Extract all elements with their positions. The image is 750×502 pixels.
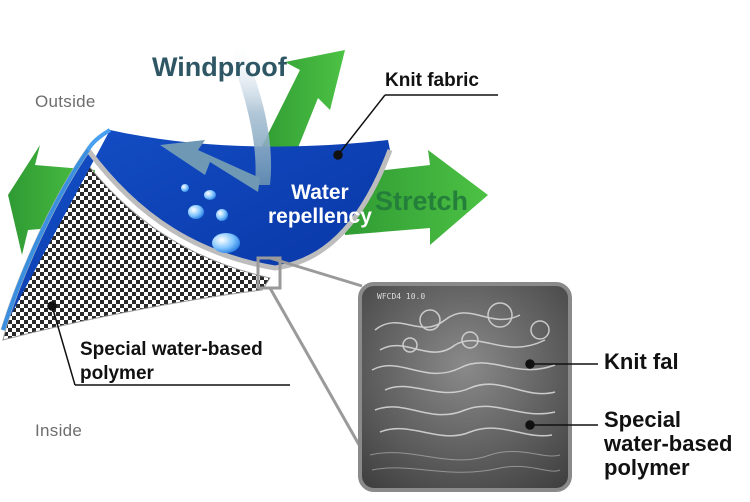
windproof-label: Windproof xyxy=(152,52,287,82)
inside-label: Inside xyxy=(35,421,83,440)
stretch-label: Stretch xyxy=(375,186,469,216)
water-line-1: Water xyxy=(291,181,349,204)
sem-micrograph xyxy=(358,282,572,492)
water-droplet-icon xyxy=(216,209,228,221)
wind-arrow-icon xyxy=(232,40,272,185)
polymer-left-line-2: polymer xyxy=(80,363,154,384)
knit-fal-label: Knit fal xyxy=(604,349,679,374)
wind-arrow-head-icon xyxy=(160,140,260,192)
polymer-right-line-3: polymer xyxy=(604,455,690,480)
polymer-left-line-1: Special water-based xyxy=(80,339,263,360)
water-line-2: repellency xyxy=(268,205,372,228)
polymer-right-line-2: water-based xyxy=(604,431,733,456)
pointers xyxy=(47,94,598,430)
knit-fabric-label: Knit fabric xyxy=(385,70,479,91)
water-droplet-icon xyxy=(204,190,216,200)
polymer-right-label: Special water-based polymer xyxy=(604,408,732,480)
water-repellency-label: Water repellency xyxy=(268,181,372,229)
water-droplet-icon xyxy=(212,233,240,253)
fabric-highlight xyxy=(86,128,112,151)
knit-fabric-layer xyxy=(3,130,390,330)
polymer-left-label: Special water-based polymer xyxy=(80,338,263,386)
water-droplets xyxy=(181,184,240,253)
zoom-marker xyxy=(256,256,282,290)
sem-header-text: WFCD4 10.0 xyxy=(377,292,426,301)
polymer-right-line-1: Special xyxy=(604,407,682,432)
fabric-left-edge xyxy=(1,148,90,331)
outside-label: Outside xyxy=(35,92,96,111)
water-droplet-icon xyxy=(188,205,204,219)
water-droplet-icon xyxy=(181,184,189,192)
